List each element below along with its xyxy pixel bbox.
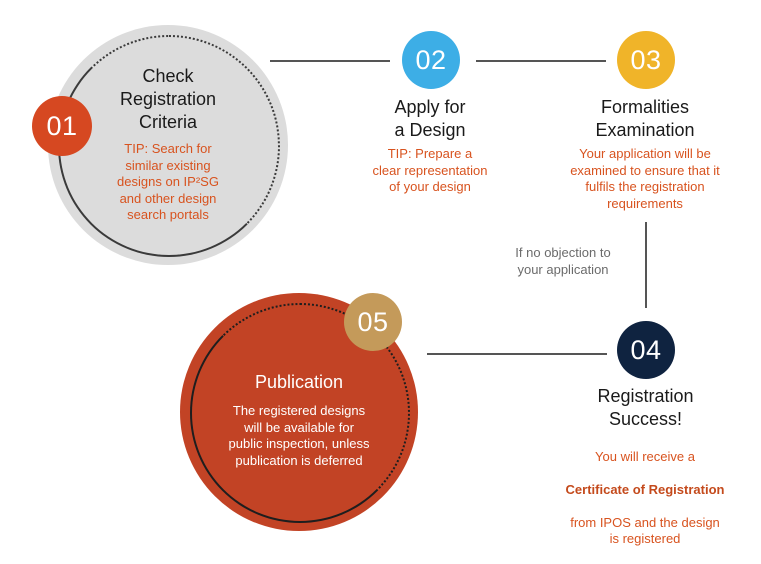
step-03-description: Your application will be examined to ens… <box>570 146 720 211</box>
step-03-title: Formalities Examination <box>595 97 695 140</box>
step-04-description-line-1: You will receive a <box>595 448 695 464</box>
step-01-description: TIP: Search for similar existing designs… <box>117 141 219 222</box>
step-01-badge: 01 <box>32 96 92 156</box>
connector-04-05 <box>427 353 607 355</box>
step-02-title: Apply for a Design <box>394 97 466 140</box>
connector-02-03 <box>476 60 606 62</box>
step-01-title: Check Registration Criteria <box>119 66 217 132</box>
connector-03-04 <box>645 222 647 308</box>
step-05-title: Publication <box>254 372 344 392</box>
connector-note: If no objection to your application <box>515 245 611 277</box>
step-04-title: Registration Success! <box>597 386 694 429</box>
step-04-badge: 04 <box>617 321 675 379</box>
step-04-certificate-text: Certificate of Registration <box>565 481 725 497</box>
step-02-description: TIP: Prepare a clear representation of y… <box>372 146 488 194</box>
step-05-ring <box>190 303 410 523</box>
step-02-badge: 02 <box>402 31 460 89</box>
step-04-description: You will receive a Certificate of Regist… <box>540 432 750 564</box>
step-04-description-line-3: from IPOS and the design is registered <box>570 514 720 547</box>
step-03-badge: 03 <box>617 31 675 89</box>
connector-01-02 <box>270 60 390 62</box>
step-05-description: The registered designs will be available… <box>228 403 370 468</box>
step-05-badge: 05 <box>344 293 402 351</box>
